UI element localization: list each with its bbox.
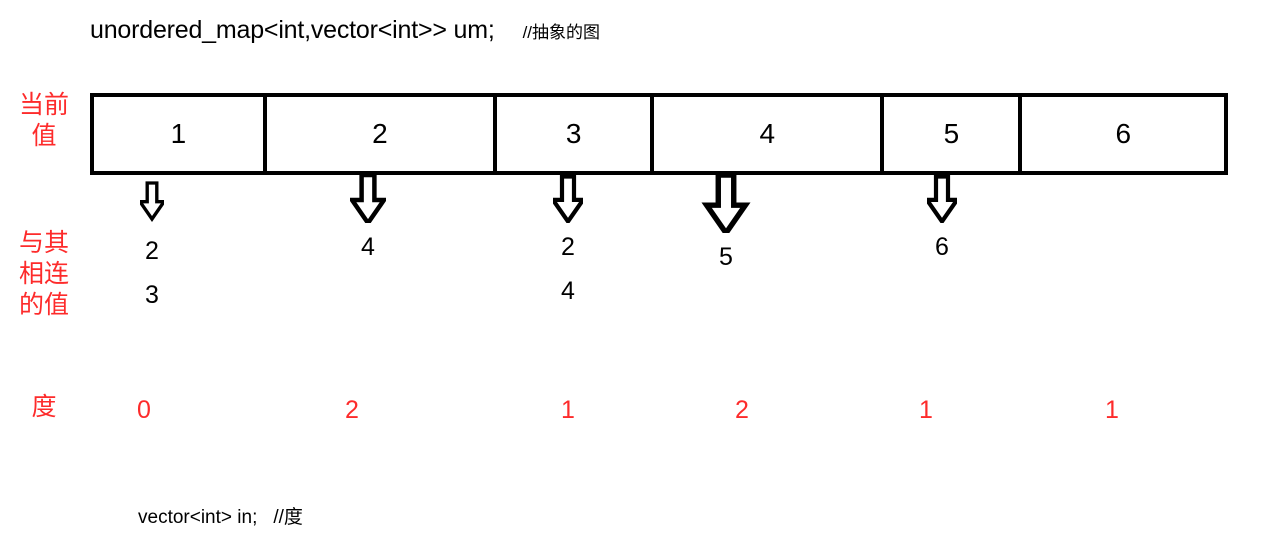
adjacent-values-4: 5 — [686, 235, 766, 279]
degree-value-5: 1 — [919, 396, 933, 424]
adjacent-values-2: 4 — [328, 225, 408, 269]
arrow-down-icon — [927, 175, 957, 223]
adjacent-value: 4 — [561, 277, 575, 305]
value-cell-2: 2 — [266, 97, 498, 171]
code-header-line: unordered_map<int,vector<int>> um; //抽象的… — [90, 16, 600, 45]
value-cell-label: 3 — [565, 118, 582, 149]
value-cell-label: 2 — [372, 118, 388, 149]
label-current-value-line1: 当前 — [18, 91, 69, 119]
code-footer-comment: //度 — [273, 507, 303, 528]
arrow-down-icon — [350, 175, 386, 223]
adjacent-value: 4 — [361, 233, 375, 261]
arrow-down-icon — [553, 175, 583, 223]
adjacent-value: 2 — [561, 233, 575, 261]
arrow-down-icon — [140, 181, 164, 222]
adjacent-value: 5 — [719, 243, 733, 271]
adjacent-value: 3 — [145, 281, 159, 309]
adjacent-value: 6 — [935, 233, 949, 261]
degree-value-4: 2 — [735, 396, 749, 424]
value-cell-label: 4 — [759, 118, 776, 149]
label-degree-text: 度 — [31, 393, 57, 421]
label-adjacent-values-line2: 相连 — [18, 260, 69, 288]
value-cell-label: 6 — [1115, 118, 1132, 149]
degree-value-1: 0 — [137, 396, 151, 424]
degree-value-3: 1 — [561, 396, 575, 424]
adjacent-value: 2 — [145, 237, 159, 265]
code-header-comment: //抽象的图 — [522, 23, 601, 42]
label-degree: 度 — [6, 392, 82, 423]
degree-row: 0 2 1 2 1 1 — [90, 392, 1228, 432]
value-cell-3: 3 — [497, 97, 655, 171]
arrow-group-5: 6 — [902, 175, 982, 269]
code-header-text: unordered_map<int,vector<int>> um; — [90, 16, 495, 44]
value-row: 1 2 3 4 5 6 — [90, 93, 1228, 175]
label-current-value: 当前 值 — [6, 90, 82, 152]
arrow-down-icon — [701, 175, 751, 233]
code-footer-text: vector<int> in; — [138, 507, 258, 528]
label-adjacent-values-line1: 与其 — [18, 229, 69, 257]
degree-value-2: 2 — [345, 396, 359, 424]
degree-value-6: 1 — [1105, 396, 1119, 424]
value-cell-label: 5 — [943, 118, 960, 149]
arrow-group-2: 4 — [328, 175, 408, 269]
adjacent-values-5: 6 — [902, 225, 982, 269]
value-cell-label: 1 — [170, 118, 187, 149]
label-adjacent-values: 与其 相连 的值 — [6, 228, 82, 321]
label-adjacent-values-line3: 的值 — [18, 291, 69, 319]
value-cell-6: 6 — [1022, 97, 1224, 171]
label-current-value-line2: 值 — [31, 122, 57, 150]
value-cell-4: 4 — [654, 97, 885, 171]
value-cell-5: 5 — [884, 97, 1023, 171]
arrow-group-4: 5 — [686, 175, 766, 279]
code-footer-line: vector<int> in; //度 — [138, 502, 303, 529]
value-cell-1: 1 — [94, 97, 267, 171]
